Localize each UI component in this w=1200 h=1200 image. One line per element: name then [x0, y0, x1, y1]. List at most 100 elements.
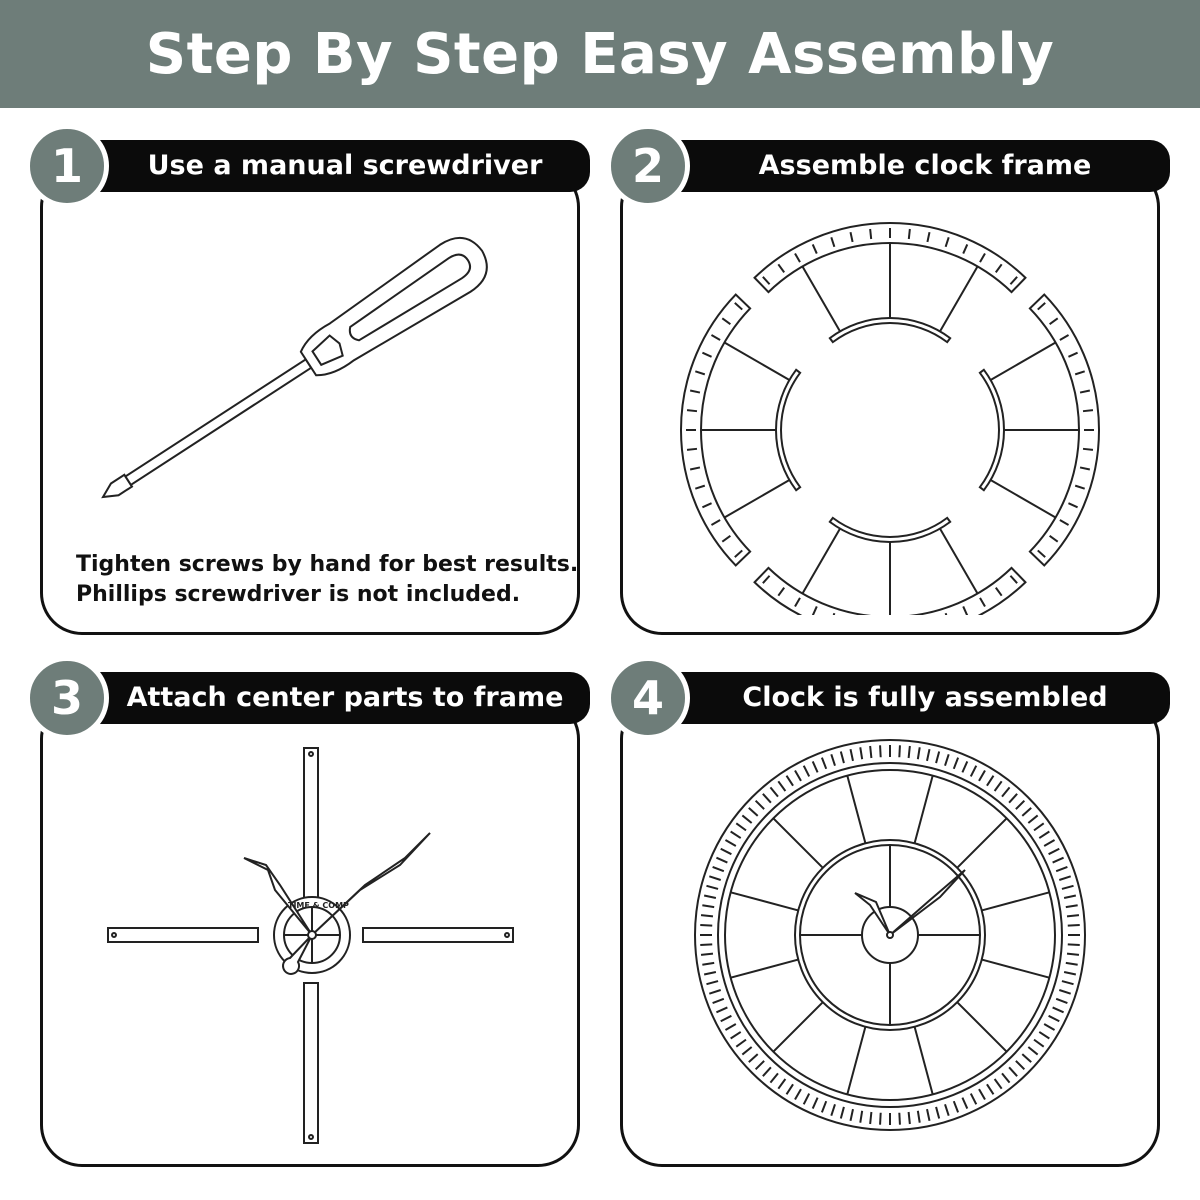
frame-spoke	[978, 1088, 986, 1101]
frame-spoke	[702, 351, 712, 358]
frame-spoke	[1061, 980, 1074, 986]
minute-hand	[889, 869, 966, 936]
frame-spoke	[1079, 466, 1091, 471]
frame-spoke	[702, 904, 715, 909]
frame-spoke	[986, 775, 995, 787]
frame-spoke	[1082, 447, 1094, 451]
frame-spoke	[830, 753, 836, 767]
frame-spoke	[1065, 904, 1078, 909]
step-1-number-badge: 1	[25, 124, 109, 208]
step-2-number-badge: 2	[606, 124, 690, 208]
frame-spoke	[1066, 914, 1080, 918]
frame-spoke	[686, 409, 698, 413]
frame-spoke	[702, 961, 715, 966]
frame-spoke	[1052, 1006, 1064, 1014]
frame-spoke	[785, 775, 794, 787]
frame-spoke	[811, 244, 818, 254]
frame-spoke	[978, 769, 986, 782]
frame-spoke	[730, 891, 799, 912]
frame-spoke	[916, 1110, 921, 1123]
frame-spoke	[694, 370, 706, 376]
frame-spoke	[1068, 351, 1078, 358]
caption-line: Tighten screws by hand for best results.	[76, 552, 579, 577]
frame-spoke	[1074, 370, 1086, 376]
frame-spoke	[1059, 519, 1070, 526]
frame-spoke	[741, 1046, 753, 1056]
frame-spoke	[939, 528, 979, 595]
frame-spoke	[849, 748, 854, 762]
frame-spoke	[1001, 786, 1011, 798]
frame-spoke	[979, 252, 986, 263]
step-4-number-badge: 4	[606, 656, 690, 740]
frame-spoke	[898, 1112, 901, 1125]
frame-spoke	[1061, 884, 1074, 890]
frame-spoke	[720, 847, 732, 856]
frame-spoke	[1063, 894, 1077, 899]
frame-spoke	[1008, 1066, 1018, 1077]
frame-spoke	[1008, 793, 1018, 804]
frame-spoke	[839, 1106, 845, 1119]
frame-spoke	[700, 924, 713, 927]
frame-spoke	[913, 775, 934, 844]
frame-spoke	[913, 1026, 934, 1095]
frame-spoke	[769, 786, 779, 798]
frame-spoke	[762, 1066, 772, 1077]
frame-spoke	[907, 1111, 911, 1125]
frame-spoke	[952, 1100, 960, 1113]
frame-spoke	[962, 606, 969, 615]
frame-spoke	[1037, 549, 1046, 558]
frame-spoke	[1055, 997, 1068, 1005]
frame-spoke	[994, 587, 1003, 597]
frame-spoke	[1048, 1014, 1060, 1023]
frame-spoke	[981, 891, 1050, 912]
frame-spoke	[723, 341, 790, 381]
frame-spoke	[730, 958, 799, 979]
frame-spoke	[830, 1103, 836, 1117]
frame-spoke	[869, 745, 873, 759]
frame-spoke	[935, 1106, 941, 1119]
frame-spoke	[820, 757, 828, 770]
frame-spoke	[794, 1088, 802, 1101]
frame-spoke	[1049, 534, 1059, 543]
frame-spoke	[944, 1103, 950, 1117]
frame-spoke	[721, 317, 731, 326]
frame-spoke	[700, 952, 714, 956]
frame-spoke	[689, 466, 701, 471]
frame-spoke	[926, 1108, 931, 1122]
frame-spoke	[907, 745, 911, 759]
frame-segment	[753, 516, 1027, 615]
frame-spoke	[993, 1078, 1003, 1090]
frame-spoke	[879, 1112, 882, 1125]
frame-spoke	[981, 958, 1050, 979]
page-title: Step By Step Easy Assembly	[0, 0, 1200, 108]
frame-spoke	[700, 914, 714, 918]
frame-spoke	[703, 971, 717, 976]
frame-spoke	[801, 528, 841, 595]
frame-spoke	[762, 575, 771, 584]
frame-spoke	[706, 980, 719, 986]
frame-spoke	[1055, 865, 1068, 873]
frame-spoke	[986, 1083, 995, 1095]
frame-spoke	[839, 751, 845, 764]
frame-spoke	[956, 817, 1008, 869]
frame-spoke	[846, 1026, 867, 1095]
frame-spoke	[811, 1097, 819, 1109]
frame-spoke	[1079, 389, 1091, 394]
frame-spoke	[1037, 302, 1046, 311]
frame-spoke	[794, 769, 802, 782]
clock-outer-rim	[694, 739, 1086, 1131]
frame-spoke	[869, 1111, 873, 1125]
frame-spoke	[990, 341, 1057, 381]
frame-spoke	[1021, 1053, 1032, 1063]
frame-spoke	[801, 265, 841, 332]
frame-spoke	[735, 1038, 747, 1048]
frame-spoke	[1027, 814, 1039, 824]
frame-spoke	[748, 807, 759, 817]
frame-spoke	[748, 1053, 759, 1063]
frame-spoke	[1059, 334, 1070, 341]
frame-spoke	[1058, 875, 1072, 881]
frame-spoke	[956, 1001, 1008, 1053]
frame-spoke	[706, 884, 719, 890]
frame-spoke	[811, 761, 819, 773]
frame-spoke	[785, 1083, 794, 1095]
